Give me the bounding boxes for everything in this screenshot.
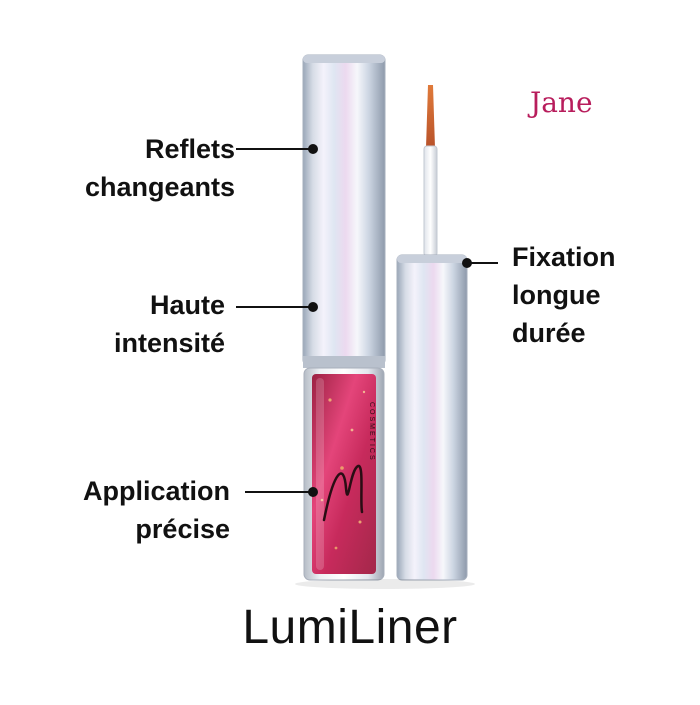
feature-reflets-line2: changeants <box>84 172 235 202</box>
feature-fixation: Fixation longue durée <box>512 238 682 352</box>
dot-reflets <box>308 144 318 154</box>
leader-reflets <box>236 148 312 150</box>
feature-fixation-line2: longue <box>512 280 601 310</box>
dot-intensite <box>308 302 318 312</box>
feature-application: Application précise <box>30 472 230 548</box>
feature-application-line1: Application <box>83 476 230 506</box>
feature-fixation-line3: durée <box>512 318 586 348</box>
feature-application-line2: précise <box>135 514 230 544</box>
bottle-body: COSMETICS <box>303 367 385 581</box>
bottle-cap <box>302 54 386 368</box>
dot-application <box>308 487 318 497</box>
leader-fixation <box>468 262 498 264</box>
leader-application <box>245 491 312 493</box>
leader-intensite <box>236 306 312 308</box>
feature-intensite-line1: Haute <box>149 290 225 320</box>
feature-reflets: Reflets changeants <box>40 130 235 206</box>
feature-intensite-line2: intensité <box>113 328 225 358</box>
logo-text: COSMETICS <box>368 402 375 462</box>
feature-reflets-line1: Reflets <box>144 134 235 164</box>
feature-intensite: Haute intensité <box>40 286 225 362</box>
applicator-cap <box>396 254 468 581</box>
dot-fixation <box>462 258 472 268</box>
applicator <box>423 85 438 257</box>
product-title: LumiLiner <box>242 601 458 654</box>
feature-fixation-line1: Fixation <box>512 242 616 272</box>
brand-name: Jane <box>530 86 593 119</box>
